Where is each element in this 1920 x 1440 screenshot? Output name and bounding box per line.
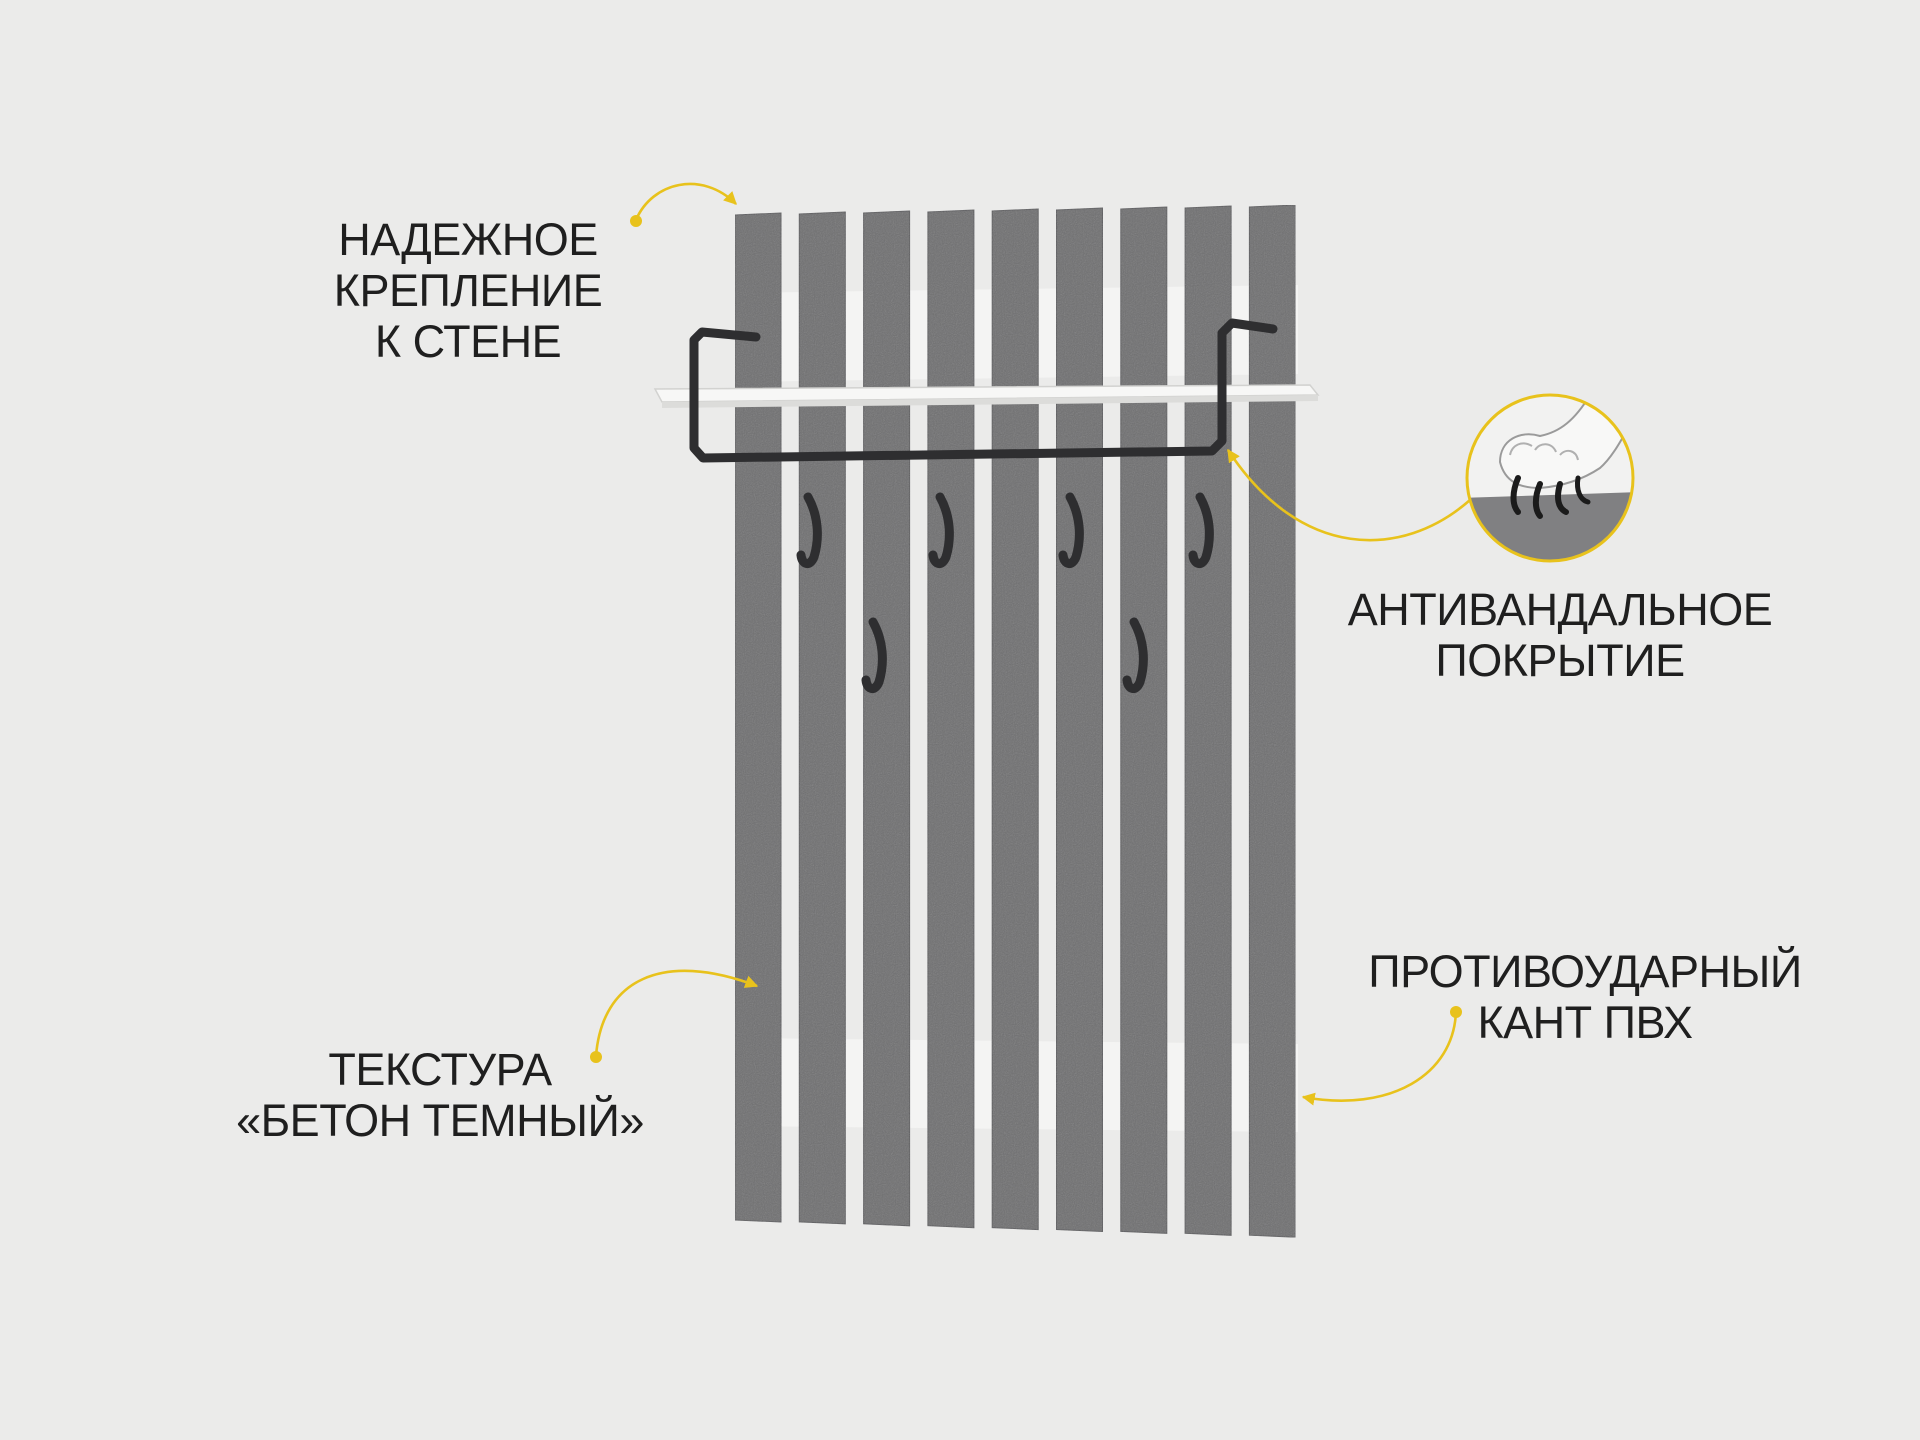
slat-4 xyxy=(927,209,975,1229)
dark-concrete-slats xyxy=(734,204,1296,1238)
arrow-mounting xyxy=(634,182,737,221)
callout-edge-label: ПРОТИВОУДАРНЫЙ КАНТ ПВХ xyxy=(1360,946,1810,1048)
hook-6 xyxy=(1122,617,1148,693)
slat-5 xyxy=(991,208,1039,1231)
coat-hooks xyxy=(796,492,1214,693)
antivandal-line-1: АНТИВАНДАЛЬНОЕ xyxy=(1347,584,1773,635)
hook-2 xyxy=(928,492,954,568)
dot-texture xyxy=(590,1051,602,1063)
callout-antivandal-label: АНТИВАНДАЛЬНОЕ ПОКРЫТИЕ xyxy=(1340,584,1780,686)
arrow-texture xyxy=(594,969,759,1057)
mounting-line-3: К СТЕНЕ xyxy=(374,316,562,367)
hook-4 xyxy=(1188,492,1214,568)
callout-dots xyxy=(590,215,1462,1063)
texture-line-1: ТЕКСТУРА xyxy=(328,1044,552,1095)
callout-mounting-label: НАДЕЖНОЕ КРЕПЛЕНИЕ К СТЕНЕ xyxy=(318,214,618,367)
dot-edge xyxy=(1450,1006,1462,1018)
slat-9 xyxy=(1248,204,1296,1238)
slat-2 xyxy=(798,211,846,1225)
slat-8 xyxy=(1184,205,1232,1236)
callout-texture-label: ТЕКСТУРА «БЕТОН ТЕМНЫЙ» xyxy=(220,1044,660,1146)
slat-7 xyxy=(1120,206,1168,1234)
mounting-line-1: НАДЕЖНОЕ xyxy=(338,214,598,265)
hanging-rail xyxy=(689,318,1278,463)
callout-arrows xyxy=(594,182,1471,1106)
arrow-edge xyxy=(1301,1010,1458,1106)
hook-5 xyxy=(861,617,887,693)
edge-line-2: КАНТ ПВХ xyxy=(1477,997,1693,1048)
edge-line-1: ПРОТИВОУДАРНЫЙ xyxy=(1368,946,1802,997)
hook-1 xyxy=(796,492,822,568)
top-shelf xyxy=(653,384,1320,408)
slat-6 xyxy=(1056,207,1103,1233)
hook-3 xyxy=(1058,492,1084,568)
slat-1 xyxy=(734,212,782,1223)
cat-paw-scratch-icon xyxy=(1465,393,1635,563)
slat-3 xyxy=(863,210,911,1227)
dot-mounting xyxy=(630,215,642,227)
texture-line-2: «БЕТОН ТЕМНЫЙ» xyxy=(236,1095,644,1146)
mounting-line-2: КРЕПЛЕНИЕ xyxy=(333,265,603,316)
arrow-antivandal xyxy=(1226,448,1471,542)
antivandal-line-2: ПОКРЫТИЕ xyxy=(1435,635,1685,686)
